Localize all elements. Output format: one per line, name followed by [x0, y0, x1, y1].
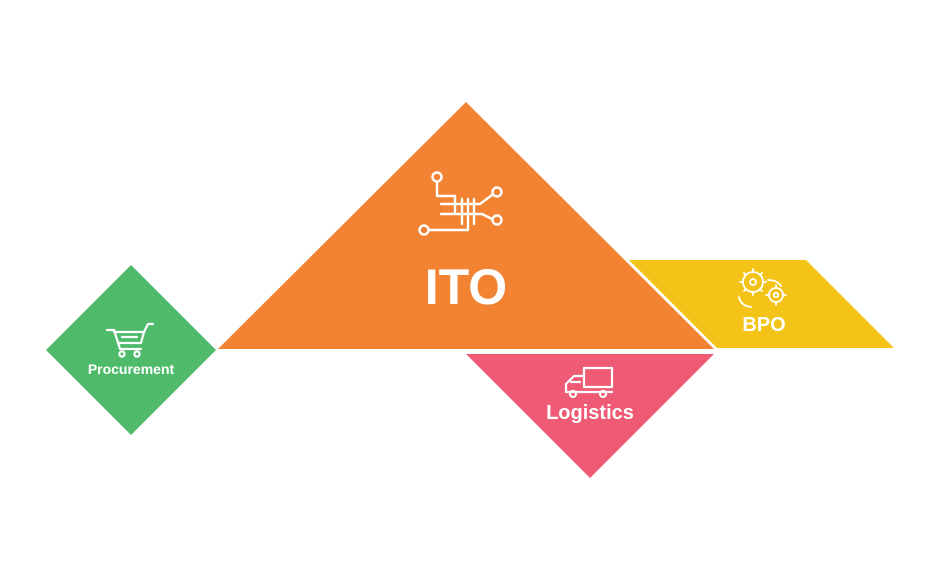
- bpo-shape: [629, 260, 894, 348]
- delivery-truck-icon: [564, 366, 614, 399]
- ito-segment: ITO: [218, 102, 714, 349]
- circuit-icon: [418, 171, 503, 236]
- ito-label: ITO: [425, 259, 507, 315]
- gears-person-icon: [738, 268, 787, 308]
- procurement-segment: Procurement: [46, 265, 216, 435]
- ito-shape: [218, 102, 714, 349]
- procurement-label: Procurement: [88, 361, 175, 377]
- bpo-label: BPO: [742, 314, 785, 336]
- bpo-segment: BPO: [629, 260, 894, 348]
- logistics-segment: Logistics: [466, 354, 714, 478]
- logistics-shape: [466, 354, 714, 478]
- logistics-label: Logistics: [546, 402, 634, 424]
- shopping-cart-icon: [105, 322, 155, 358]
